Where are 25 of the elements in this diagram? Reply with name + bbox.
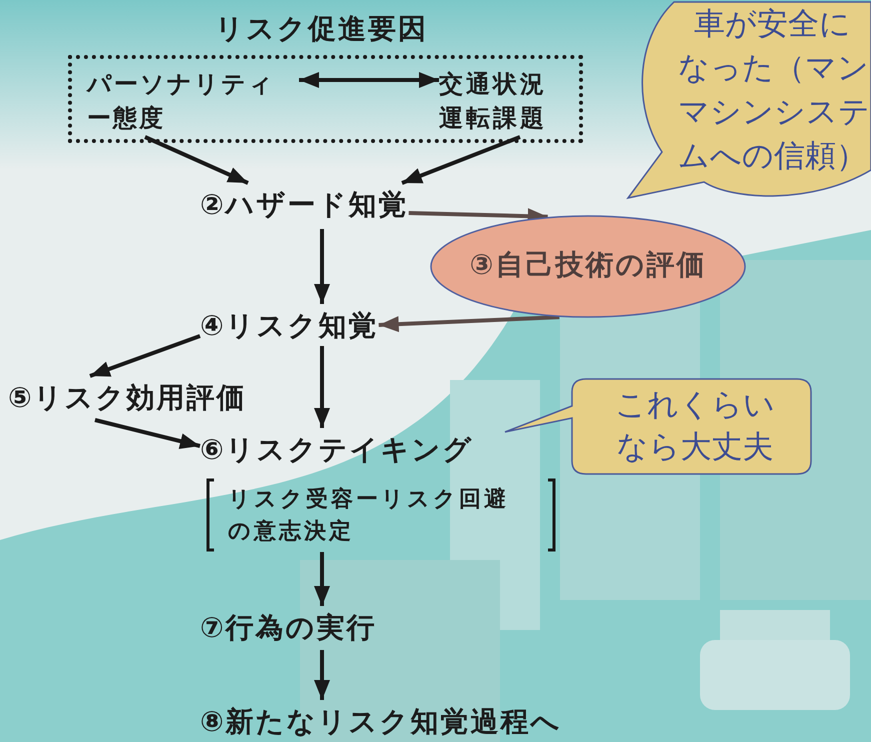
arrow — [299, 72, 439, 88]
arrow — [378, 315, 560, 332]
node-label: ③自己技術の評価 — [468, 247, 708, 283]
step-label: ⑦行為の実行 — [200, 606, 377, 650]
arrow — [94, 418, 200, 449]
bubble-text: これくらいなら大丈夫 — [615, 386, 775, 467]
arrow — [144, 135, 249, 185]
arrow — [314, 552, 330, 606]
arrow — [314, 650, 330, 700]
step-label: ②ハザード知覚 — [200, 183, 409, 229]
group-title: リスク促進要因 — [214, 11, 429, 47]
step-label: ⑧新たなリスク知覚過程へ — [200, 700, 562, 742]
bubble-text: 車が安全になった（マンマシンシステムへの信頼） — [678, 5, 870, 176]
step-label: パーソナリティー態度 — [87, 67, 299, 137]
step-label: ⑤リスク効用評価 — [8, 376, 247, 420]
step-label: ④リスク知覚 — [200, 304, 379, 346]
speech-bubble — [503, 378, 812, 475]
step-label: 交通状況運転課題 — [439, 67, 551, 137]
decision-text: リスク受容ーリスク回避の意志決定 — [228, 484, 513, 552]
arrow — [314, 346, 330, 428]
arrow — [401, 135, 521, 185]
ellipse-node — [430, 215, 746, 318]
step-label: ⑥リスクテイキング — [200, 428, 474, 470]
arrow — [314, 229, 330, 304]
arrow — [89, 334, 201, 378]
